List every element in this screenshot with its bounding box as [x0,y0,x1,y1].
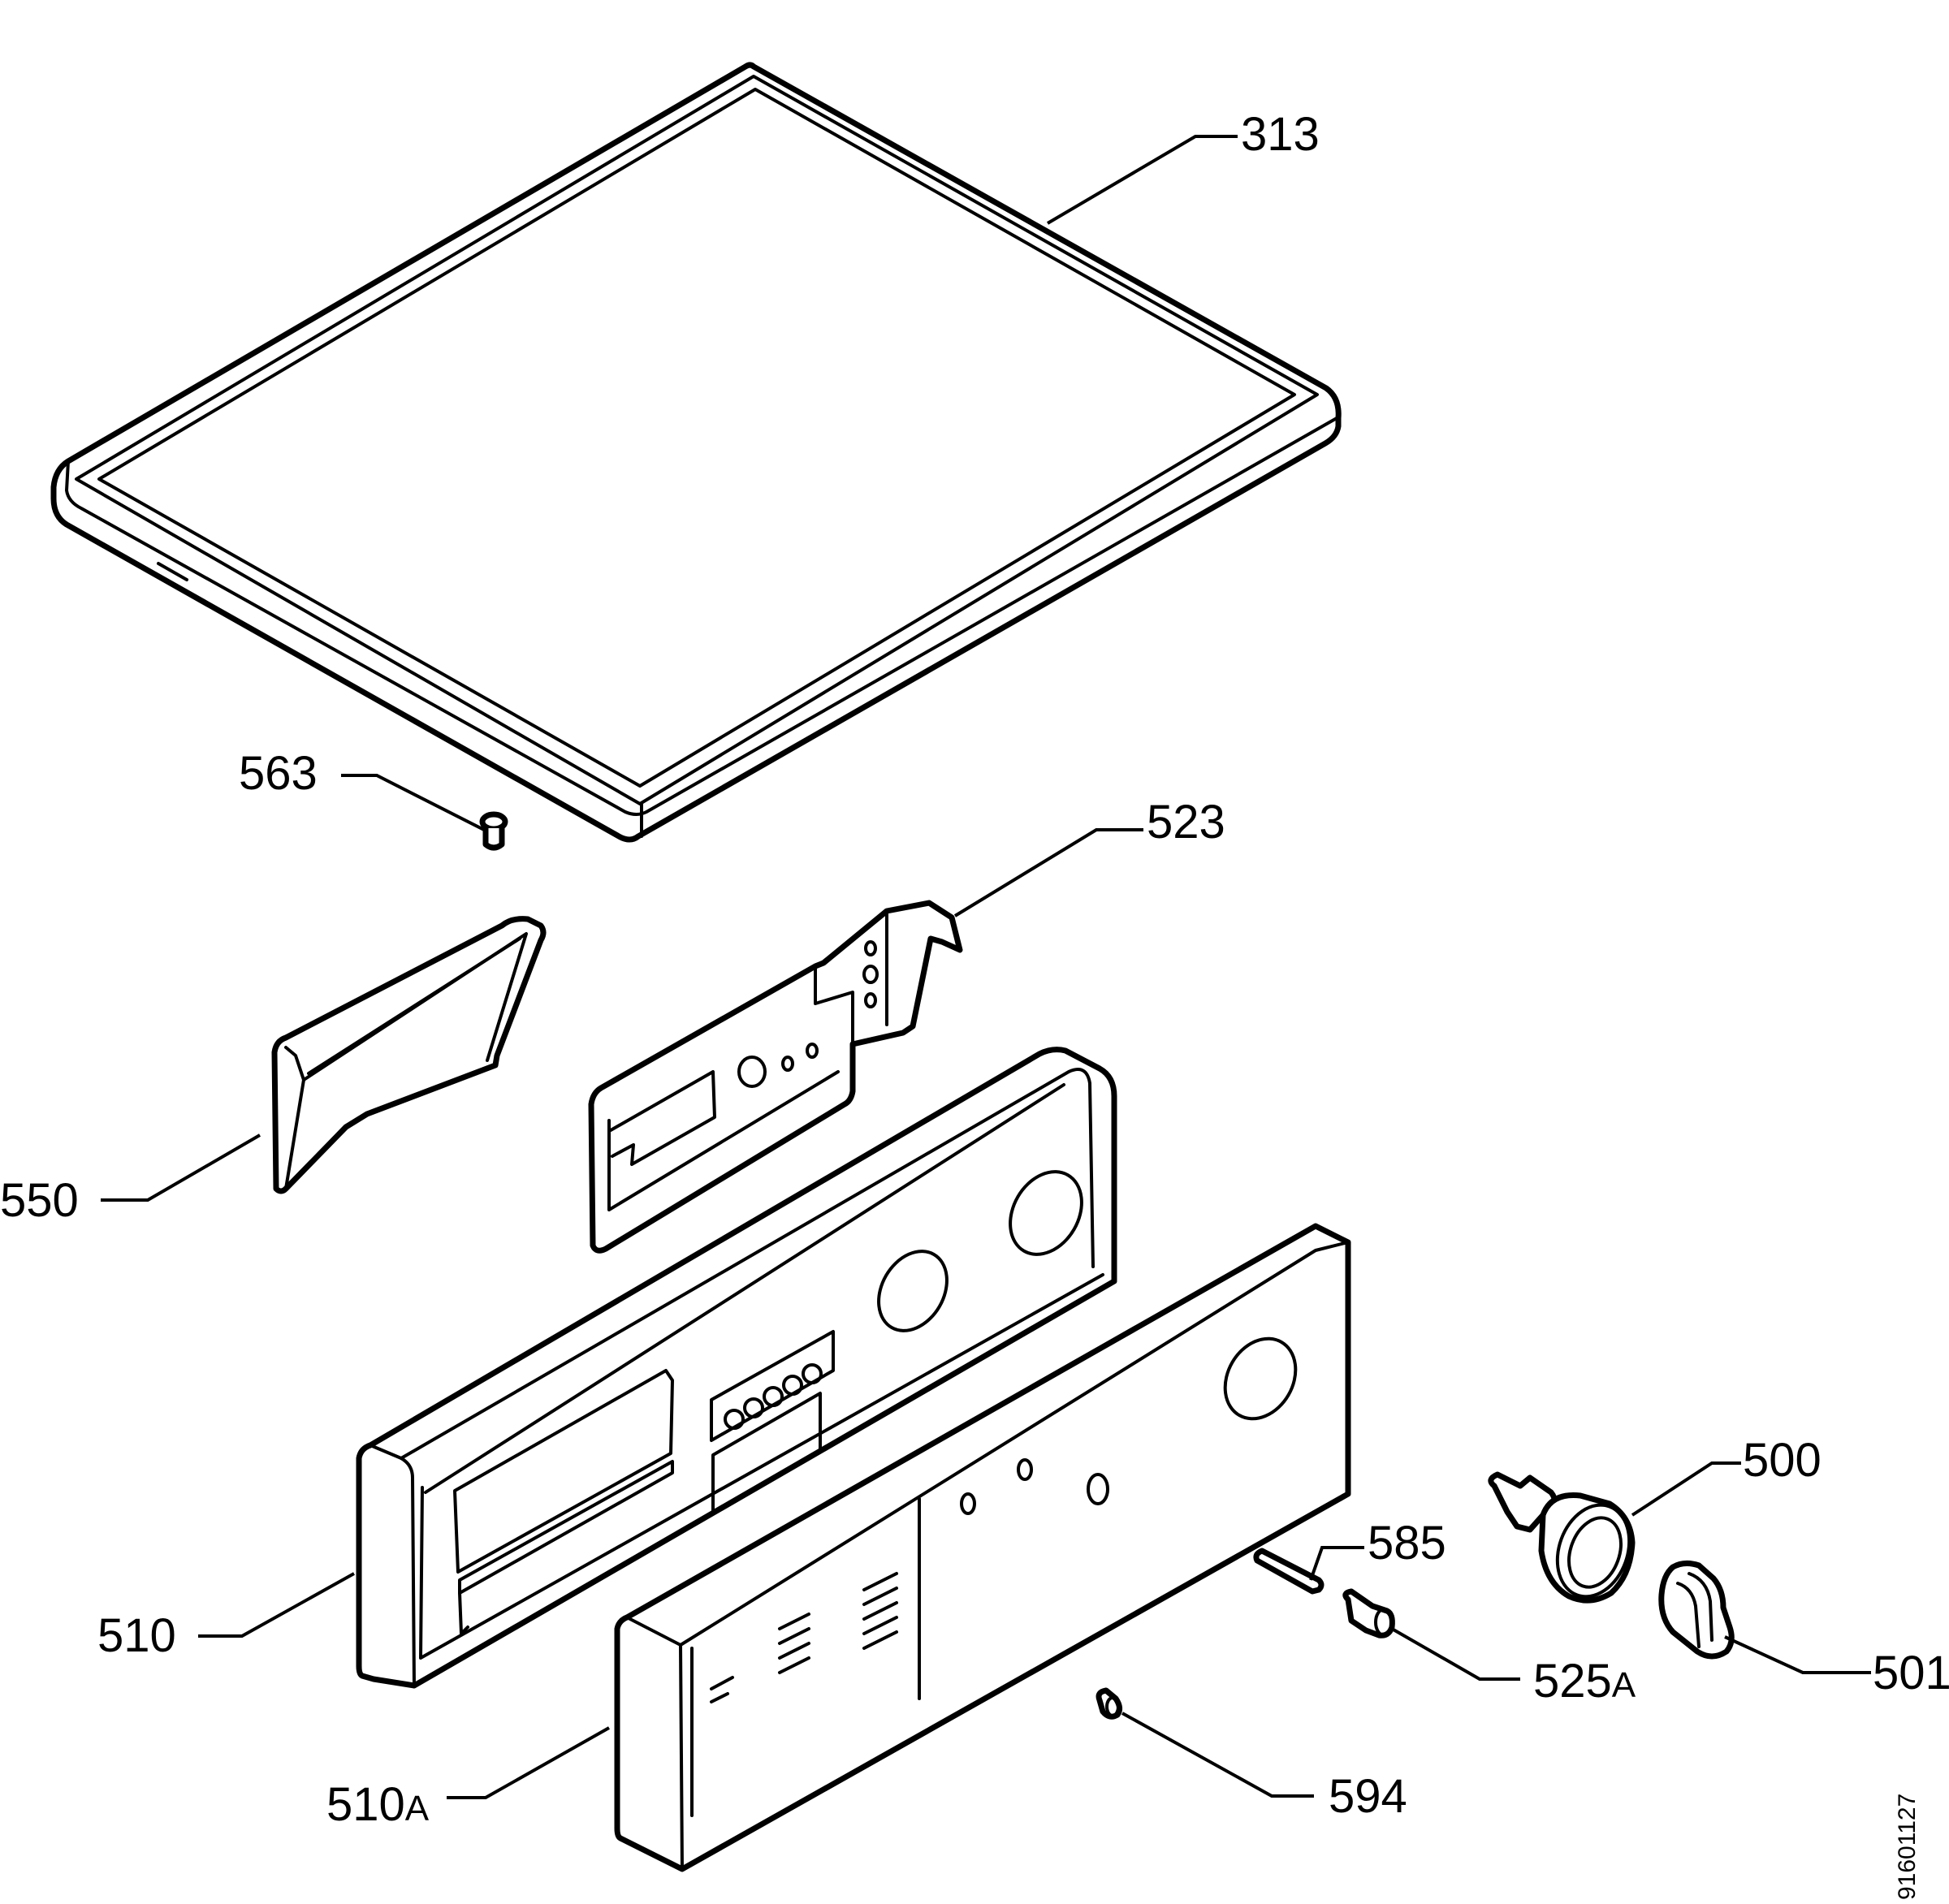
label-525a-suffix: A [1612,1665,1636,1705]
leader-lines [101,135,1871,1799]
label-585: 585 [1368,1517,1446,1569]
label-550: 550 [0,1174,79,1227]
part-585-pin [1253,1548,1325,1595]
label-523: 523 [1147,796,1225,848]
part-501-control-knob [1658,1560,1735,1660]
part-500-selector-knob [1488,1471,1636,1604]
part-510a-front-panel [614,1223,1351,1872]
label-510a-number: 510 [326,1778,405,1831]
label-525a: 525A [1533,1655,1636,1708]
label-563: 563 [239,747,318,800]
part-594-button [1096,1687,1123,1720]
label-525a-number: 525 [1533,1655,1612,1708]
part-550-drawer-handle [271,916,547,1194]
label-313: 313 [1241,108,1320,161]
part-313-top-cover [50,62,1342,843]
label-594: 594 [1329,1770,1407,1823]
label-510: 510 [97,1609,176,1662]
label-501: 501 [1873,1647,1949,1699]
part-525a-button [1342,1588,1395,1638]
part-563-screw [479,811,508,851]
label-510a-suffix: A [405,1789,430,1828]
drawing-number: 91601127 [1894,1794,1921,1900]
label-500: 500 [1743,1434,1822,1487]
label-510a: 510A [326,1778,430,1831]
part-523-bracket [588,900,963,1254]
part-510-control-panel [356,1047,1117,1689]
